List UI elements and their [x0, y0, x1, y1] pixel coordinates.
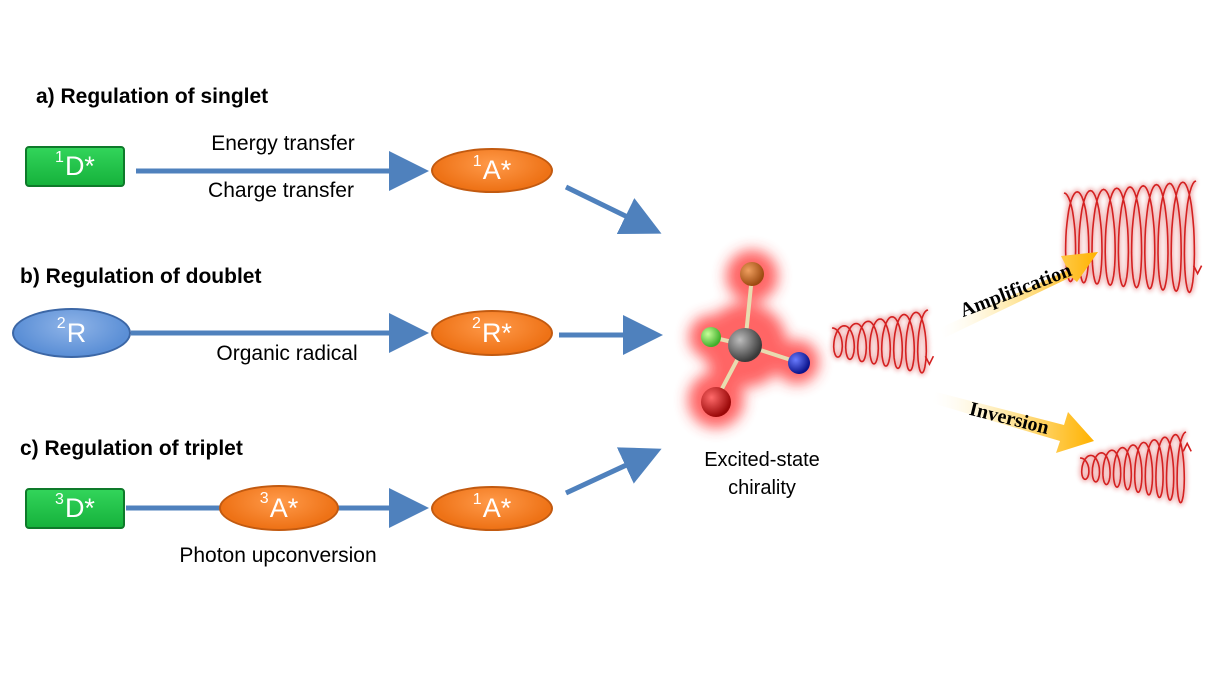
inverted-helix-icon	[1079, 429, 1192, 506]
heading-triplet: c) Regulation of triplet	[20, 437, 243, 460]
heading-singlet: a) Regulation of singlet	[36, 85, 269, 108]
heading-doublet: b) Regulation of doublet	[20, 265, 262, 288]
center-label-line1: Excited-state	[704, 449, 820, 471]
state-sup: 3	[259, 490, 269, 507]
inversion-arrow	[932, 392, 1094, 453]
state-sup: 2	[56, 315, 66, 332]
label-energy-transfer: Energy transfer	[211, 132, 355, 155]
state-text: A*	[482, 493, 512, 523]
state-text: A*	[269, 492, 299, 523]
label-photon-upconversion: Photon upconversion	[179, 544, 377, 567]
state-text: D*	[64, 151, 95, 181]
label-charge-transfer: Charge transfer	[208, 179, 354, 202]
state-sup: 1	[472, 490, 482, 508]
center-label-line2: chirality	[728, 477, 796, 499]
arrow-singlet-to-center	[564, 184, 662, 235]
state-sup: 2	[472, 315, 481, 332]
arrow-triplet-to-center	[564, 447, 662, 496]
state-sup: 1	[472, 152, 482, 170]
state-sup: 3	[55, 490, 64, 508]
amplification-arrow	[940, 252, 1098, 338]
input-helix-icon	[831, 307, 935, 376]
state-sup: 1	[55, 148, 64, 166]
state-text: A*	[482, 155, 512, 185]
amplified-helix-icon	[1063, 178, 1203, 296]
label-organic-radical: Organic radical	[216, 342, 358, 365]
center-label: Excited-state chirality	[704, 446, 820, 502]
state-text: R	[66, 317, 87, 348]
state-text: D*	[64, 493, 95, 523]
state-text: R*	[481, 317, 512, 348]
chiral-molecule-icon	[688, 250, 819, 428]
